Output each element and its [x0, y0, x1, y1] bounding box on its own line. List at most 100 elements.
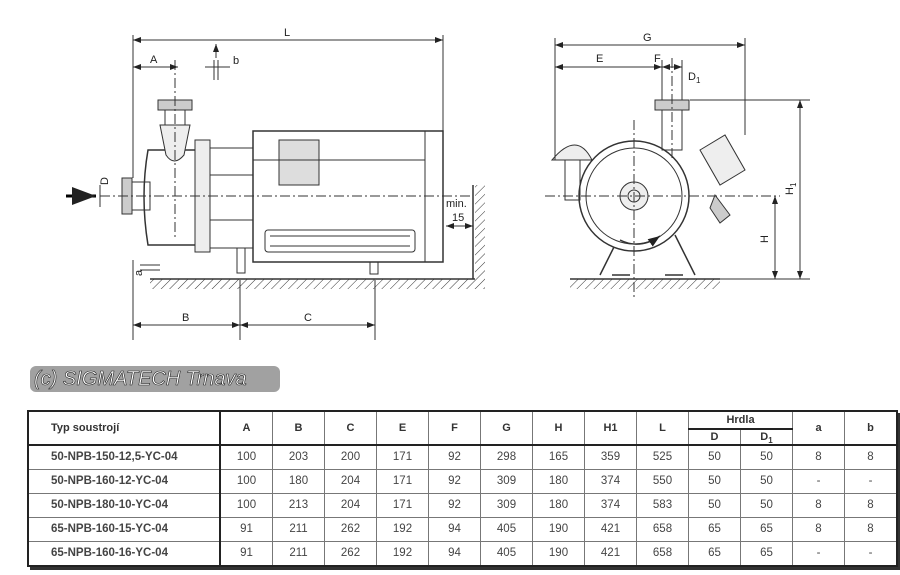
- cell-type: 65-NPB-160-16-YC-04: [27, 541, 221, 567]
- cell-c: 204: [324, 493, 377, 518]
- cell-type: 50-NPB-180-10-YC-04: [27, 493, 221, 518]
- cell-b: -: [844, 541, 898, 567]
- cell-c: 200: [324, 444, 377, 470]
- cell-d1: 50: [740, 493, 793, 518]
- cell-h1: 421: [584, 541, 637, 567]
- cell-b: 180: [272, 469, 325, 494]
- cell-d: 65: [688, 517, 741, 542]
- cell-b: 8: [844, 493, 898, 518]
- cell-e: 171: [376, 444, 429, 470]
- cell-a: 91: [219, 541, 273, 567]
- cell-h1: 421: [584, 517, 637, 542]
- cell-b: 211: [272, 517, 325, 542]
- cell-a: 91: [219, 517, 273, 542]
- cell-g: 309: [480, 493, 533, 518]
- cell-a: -: [792, 541, 845, 567]
- cell-b: 8: [844, 517, 898, 542]
- dim-label-E: E: [596, 53, 603, 65]
- cell-g: 405: [480, 541, 533, 567]
- header-D1: D1: [740, 428, 793, 446]
- cell-l: 583: [636, 493, 689, 518]
- cell-f: 92: [428, 469, 481, 494]
- header-H1: H1: [584, 410, 637, 446]
- cell-d1: 50: [740, 469, 793, 494]
- header-D: D: [688, 428, 741, 446]
- cell-a: 8: [792, 517, 845, 542]
- dim-label-D: D: [99, 177, 111, 185]
- cell-l: 658: [636, 541, 689, 567]
- pump-dimension-drawing: L A b D a min. 15 B C G E F D1 H1 H: [66, 27, 810, 340]
- dim-label-C: C: [304, 312, 312, 324]
- dim-label-min-value: 15: [452, 212, 464, 224]
- cell-g: 405: [480, 517, 533, 542]
- cell-a: 100: [219, 469, 273, 494]
- cell-a: 8: [792, 493, 845, 518]
- cell-l: 525: [636, 444, 689, 470]
- cell-l: 658: [636, 517, 689, 542]
- header-B: B: [272, 410, 325, 446]
- cell-d1: 65: [740, 517, 793, 542]
- cell-d: 50: [688, 493, 741, 518]
- header-b: b: [844, 410, 898, 446]
- dim-label-B: B: [182, 312, 189, 324]
- cell-h1: 359: [584, 444, 637, 470]
- cell-e: 171: [376, 493, 429, 518]
- header-A: A: [219, 410, 273, 446]
- cell-e: 192: [376, 541, 429, 567]
- header-G: G: [480, 410, 533, 446]
- front-view: [545, 38, 810, 300]
- cell-h1: 374: [584, 493, 637, 518]
- dimensions-table: Typ soustrojí A B C E F G H H1 L Hrdla a…: [27, 410, 898, 567]
- cell-f: 92: [428, 493, 481, 518]
- header-a: a: [792, 410, 845, 446]
- cell-l: 550: [636, 469, 689, 494]
- cell-a: 8: [792, 444, 845, 470]
- cell-d1: 65: [740, 541, 793, 567]
- watermark: (c) SIGMATECH Trnava: [30, 366, 280, 392]
- cell-g: 309: [480, 469, 533, 494]
- cell-h: 190: [532, 517, 585, 542]
- cell-c: 262: [324, 517, 377, 542]
- cell-f: 94: [428, 541, 481, 567]
- cell-b: -: [844, 469, 898, 494]
- header-H: H: [532, 410, 585, 446]
- header-L: L: [636, 410, 689, 446]
- dim-label-L: L: [284, 27, 290, 39]
- cell-f: 94: [428, 517, 481, 542]
- cell-d1: 50: [740, 444, 793, 470]
- cell-e: 171: [376, 469, 429, 494]
- cell-b: 8: [844, 444, 898, 470]
- header-C: C: [324, 410, 377, 446]
- cell-b: 211: [272, 541, 325, 567]
- dim-label-a: a: [133, 269, 145, 276]
- cell-type: 65-NPB-160-15-YC-04: [27, 517, 221, 542]
- dim-label-b: b: [233, 55, 239, 67]
- dim-label-min: min.: [446, 198, 467, 210]
- cell-h: 180: [532, 493, 585, 518]
- cell-h: 180: [532, 469, 585, 494]
- side-view: [99, 35, 485, 340]
- dim-label-A: A: [150, 54, 158, 66]
- header-hrdla: Hrdla: [688, 410, 793, 430]
- cell-type: 50-NPB-150-12,5-YC-04: [27, 444, 221, 470]
- cell-a: 100: [219, 444, 273, 470]
- cell-d: 65: [688, 541, 741, 567]
- cell-d: 50: [688, 469, 741, 494]
- dim-label-G: G: [643, 32, 652, 44]
- cell-f: 92: [428, 444, 481, 470]
- cell-type: 50-NPB-160-12-YC-04: [27, 469, 221, 494]
- cell-h: 165: [532, 444, 585, 470]
- cell-a: -: [792, 469, 845, 494]
- cell-a: 100: [219, 493, 273, 518]
- cell-b: 213: [272, 493, 325, 518]
- cell-g: 298: [480, 444, 533, 470]
- cell-d: 50: [688, 444, 741, 470]
- header-F: F: [428, 410, 481, 446]
- dim-label-D1: D1: [688, 71, 701, 85]
- cell-c: 262: [324, 541, 377, 567]
- cell-h: 190: [532, 541, 585, 567]
- cell-e: 192: [376, 517, 429, 542]
